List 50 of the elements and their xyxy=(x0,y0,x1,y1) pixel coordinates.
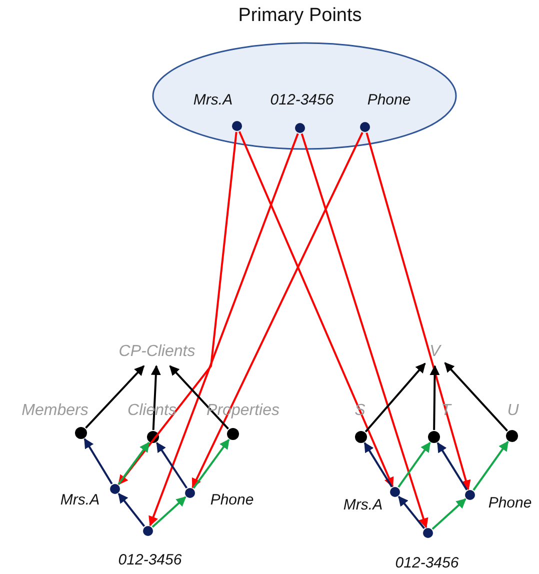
ellipse xyxy=(152,42,457,150)
arrow xyxy=(430,365,440,430)
dot-label: Phone xyxy=(367,92,411,108)
dot xyxy=(143,526,153,536)
arrow xyxy=(148,133,299,526)
dot xyxy=(465,490,475,500)
title: Primary Points xyxy=(237,5,363,27)
class-label: CP-Clients xyxy=(111,341,203,363)
arrow xyxy=(300,133,428,528)
arrow xyxy=(156,442,188,489)
arrow xyxy=(118,132,238,486)
arrow xyxy=(364,362,426,432)
arrow xyxy=(366,132,471,490)
arrow xyxy=(84,438,113,484)
dot-label: Mrs.A xyxy=(343,496,383,514)
arrow xyxy=(150,365,161,430)
dot xyxy=(110,484,120,494)
arrow xyxy=(85,365,145,429)
dot xyxy=(227,428,239,440)
class-label: V xyxy=(427,341,443,363)
dot xyxy=(423,528,433,538)
arrow xyxy=(169,365,229,430)
dot-label: Mrs.A xyxy=(60,492,100,508)
dot-label: U xyxy=(507,402,519,420)
arrow xyxy=(398,496,426,529)
arrow xyxy=(192,132,364,488)
dot-label: 012-3456 xyxy=(395,554,459,572)
arrow xyxy=(398,442,431,488)
arrow xyxy=(432,498,466,530)
arrow xyxy=(364,442,393,488)
dot-label: Members xyxy=(22,402,88,420)
dot-label: Phone xyxy=(210,492,254,508)
arrow xyxy=(118,442,150,485)
arrow xyxy=(238,131,394,488)
arrow xyxy=(118,492,146,527)
arrow xyxy=(192,438,230,489)
dot-label: 012-3456 xyxy=(118,552,182,568)
dot xyxy=(355,431,367,443)
dot xyxy=(428,431,440,443)
dot xyxy=(506,430,518,442)
dot xyxy=(390,487,400,497)
dot-label: 012-3456 xyxy=(270,92,334,108)
dot xyxy=(75,427,87,439)
dot xyxy=(185,488,195,498)
arrow xyxy=(152,496,186,528)
arrow xyxy=(472,440,509,491)
dot-label: Mrs.A xyxy=(193,92,233,108)
arrow xyxy=(444,362,508,432)
arrow xyxy=(436,442,468,490)
dot-label: Phone xyxy=(488,494,532,512)
